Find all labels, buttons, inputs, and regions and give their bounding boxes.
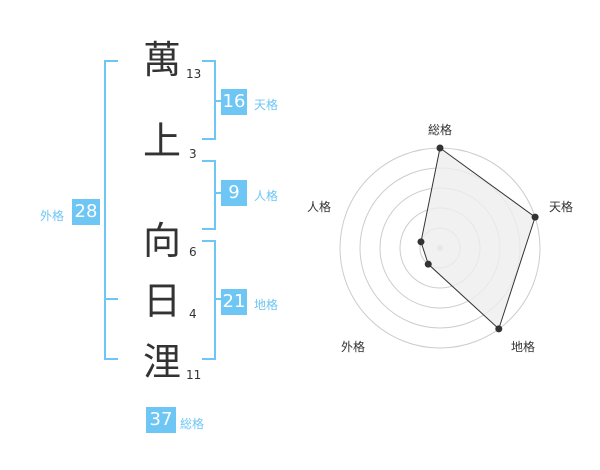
soukaku-label: 総格 xyxy=(180,417,205,431)
gaikaku-label: 外格 xyxy=(40,209,65,223)
name-char-2: 上 xyxy=(143,119,182,163)
gaikaku-bracket-top xyxy=(104,60,118,62)
radar-axis-label-5: 人格 xyxy=(307,199,331,214)
radar-point-5 xyxy=(417,238,425,246)
stroke-count-3: 6 xyxy=(189,245,197,259)
gaikaku-bracket-vertical xyxy=(104,60,106,360)
radar-axis-label-1: 総格 xyxy=(428,122,452,137)
stroke-count-2: 3 xyxy=(189,147,197,161)
name-char-1: 萬 xyxy=(143,38,182,82)
jinkaku-bracket-top xyxy=(202,160,216,162)
chikaku-bracket-bottom xyxy=(202,358,216,360)
jinkaku-label: 人格 xyxy=(254,189,279,203)
name-char-5: 浬 xyxy=(143,340,182,384)
jinkaku-badge: 9 xyxy=(221,180,247,206)
stroke-count-4: 4 xyxy=(189,307,197,321)
radar-axis-label-3: 地格 xyxy=(511,339,535,354)
radar-polygon xyxy=(420,147,536,330)
stroke-count-1: 13 xyxy=(186,67,202,81)
chikaku-bracket-vertical xyxy=(214,240,216,360)
jinkaku-bracket-bottom xyxy=(202,228,216,230)
radar-axis-label-2: 天格 xyxy=(549,199,573,214)
name-char-4: 日 xyxy=(143,279,182,323)
radar-point-1 xyxy=(436,144,444,152)
radar-axis-label-4: 外格 xyxy=(341,339,365,354)
tenkaku-label: 天格 xyxy=(254,98,279,112)
radar-point-4 xyxy=(424,260,432,268)
name-char-3: 向 xyxy=(143,219,182,263)
chikaku-bracket-top xyxy=(202,240,216,242)
chikaku-label: 地格 xyxy=(254,298,279,312)
radar-point-2 xyxy=(531,213,539,221)
chikaku-bracket-tick xyxy=(214,298,222,300)
tenkaku-bracket-top xyxy=(202,60,216,62)
tenkaku-bracket-bottom xyxy=(202,138,216,140)
stroke-count-5: 11 xyxy=(186,368,202,382)
soukaku-badge: 37 xyxy=(146,407,176,433)
gaikaku-badge: 28 xyxy=(72,199,100,225)
chikaku-badge: 21 xyxy=(221,289,247,315)
jinkaku-bracket-tick xyxy=(214,192,222,194)
tenkaku-badge: 16 xyxy=(221,89,247,115)
gaikaku-bracket-bottom xyxy=(104,358,118,360)
tenkaku-bracket-tick xyxy=(214,100,222,102)
radar-point-3 xyxy=(495,325,503,333)
jinkaku-bracket-vertical xyxy=(214,160,216,230)
gaikaku-bracket-mid xyxy=(104,298,118,300)
